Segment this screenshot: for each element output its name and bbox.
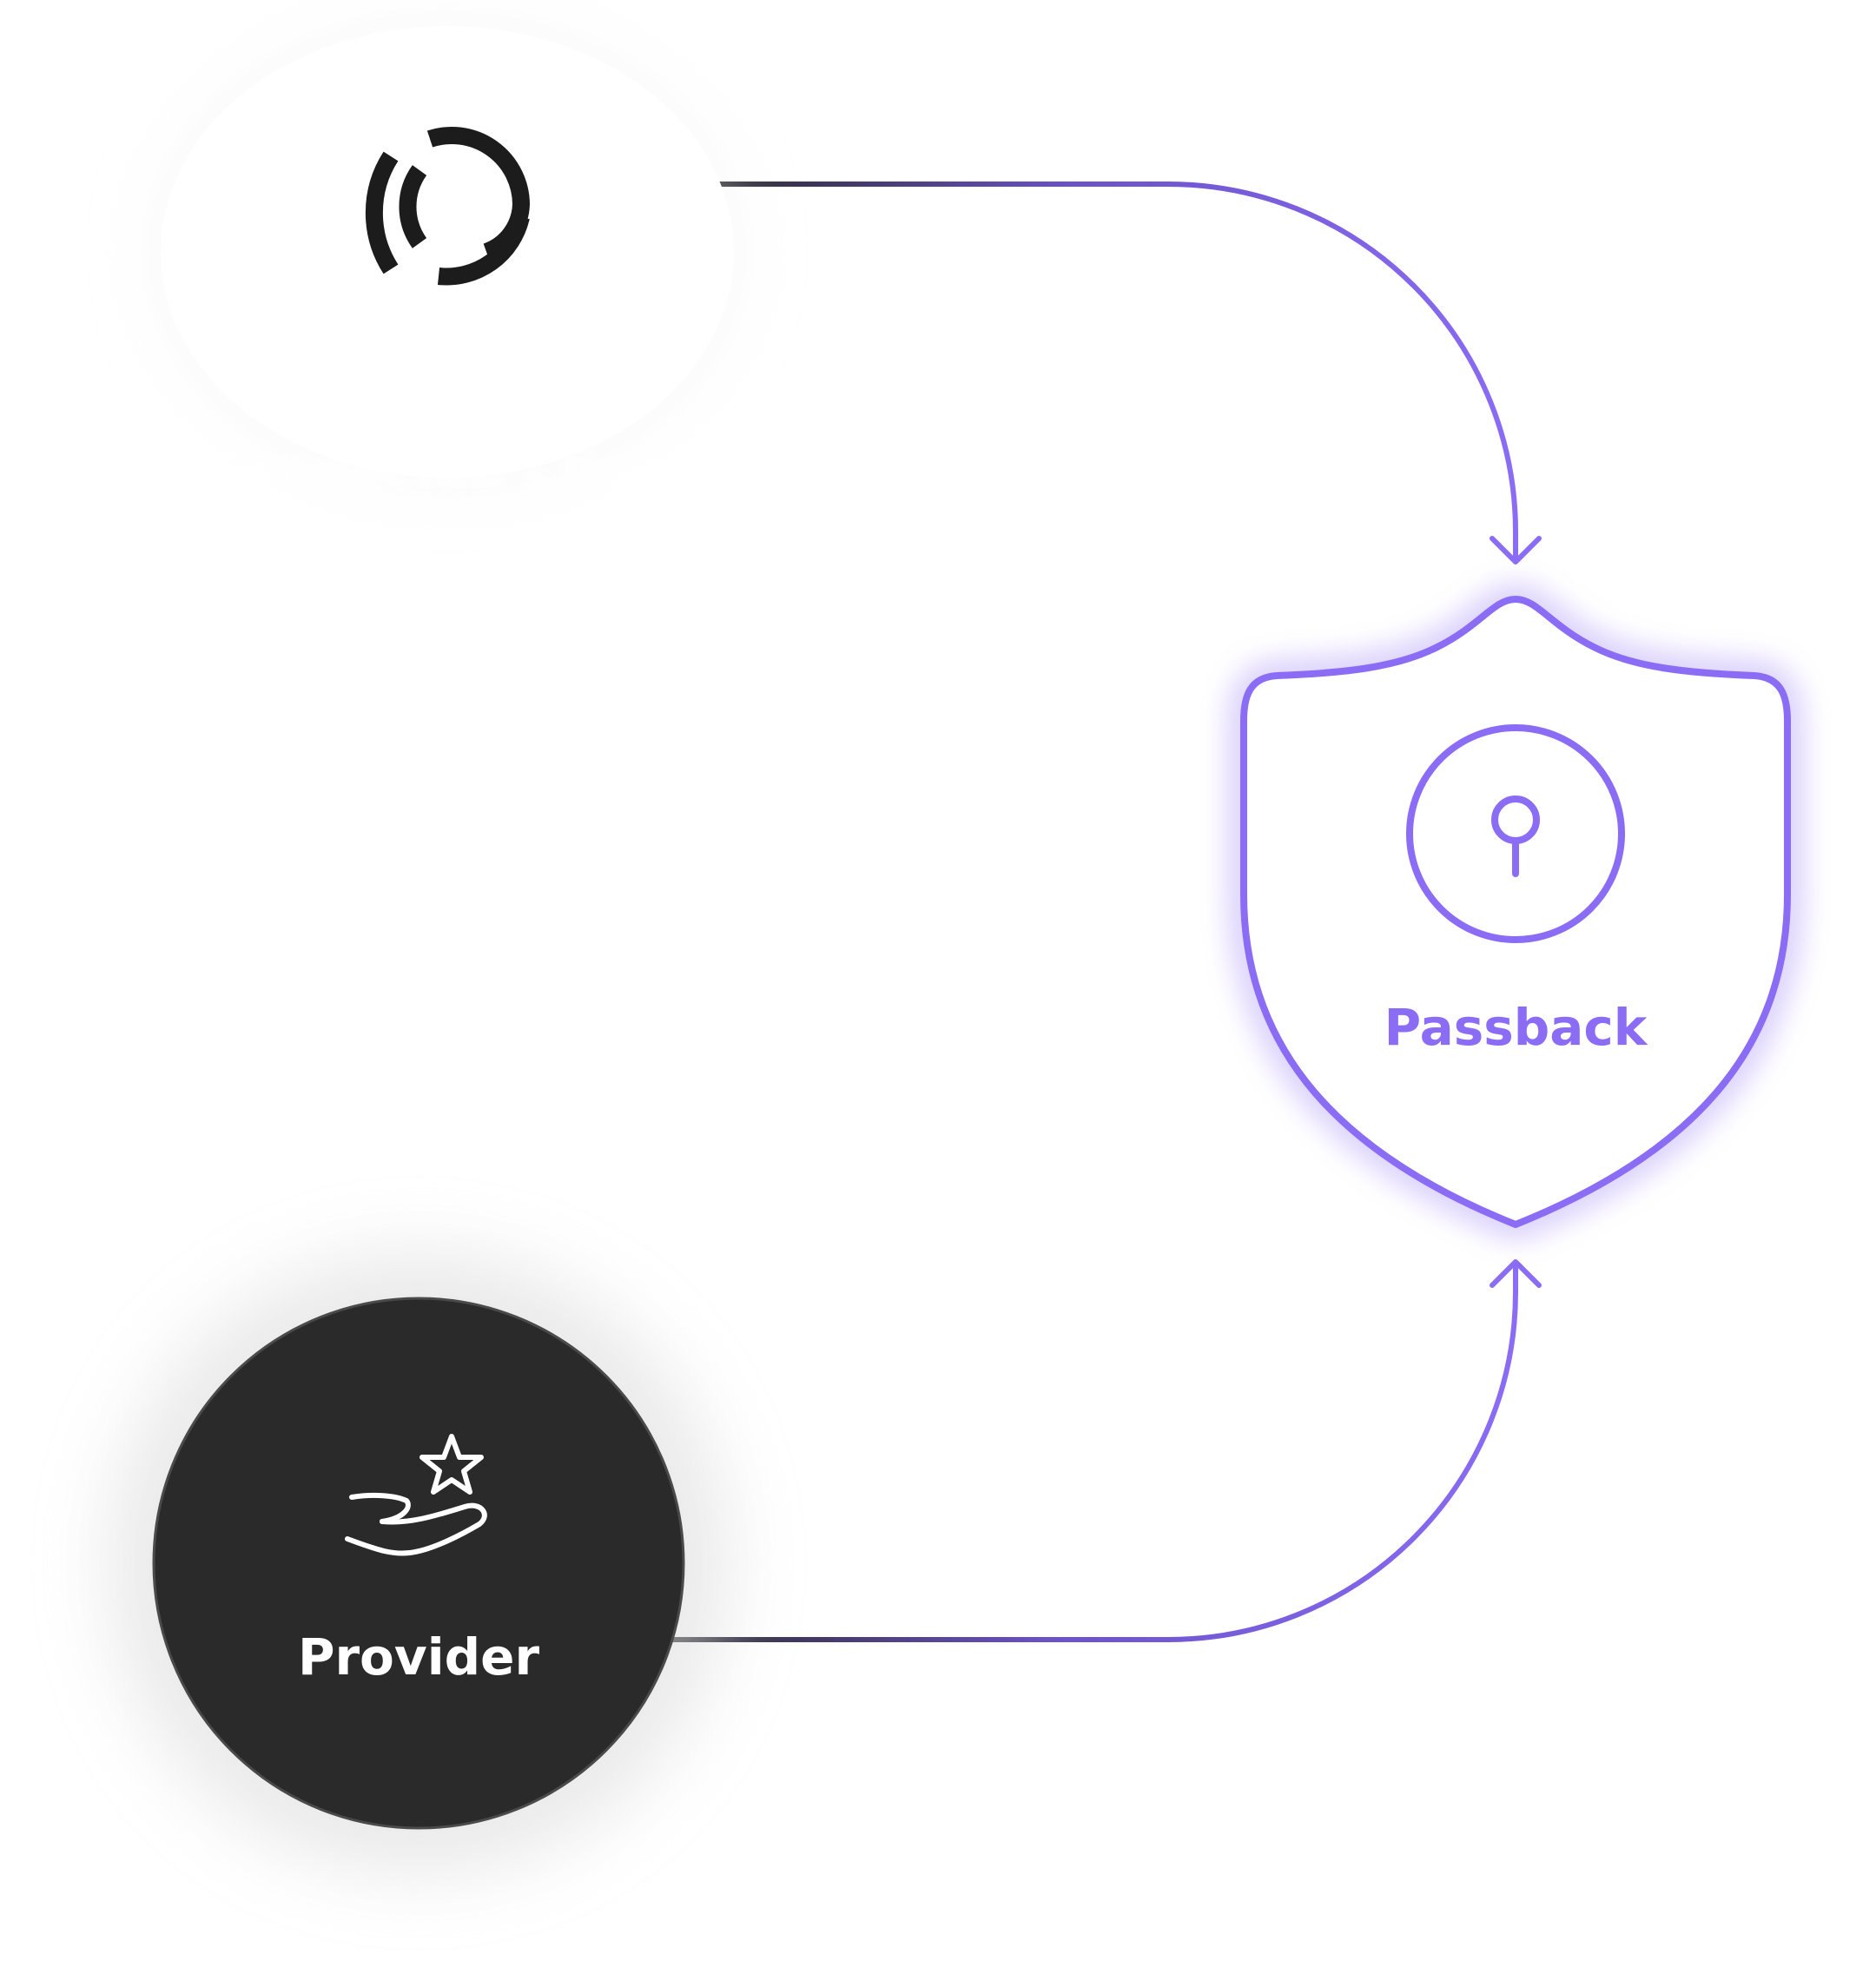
passback-label: Passback: [1384, 998, 1648, 1057]
keyhole-icon: [1406, 724, 1625, 943]
edge-source-to-passback: [705, 182, 1518, 563]
provider-node[interactable]: Provider: [106, 1251, 731, 1876]
source-node[interactable]: Connected Client: [161, 26, 734, 498]
edge-provider-to-passback: [666, 1264, 1518, 1642]
passback-node[interactable]: Passback: [1234, 589, 1797, 1235]
source-logo-icon: [365, 127, 531, 286]
passback-shield: [1240, 596, 1791, 1228]
source-label: Connected Client: [205, 439, 690, 498]
hand-star-icon: [345, 1434, 487, 1556]
arrowhead-top: [1490, 536, 1542, 564]
arrowhead-bottom: [1490, 1259, 1542, 1288]
provider-label: Provider: [298, 1627, 540, 1687]
provider-circle: [152, 1297, 685, 1830]
